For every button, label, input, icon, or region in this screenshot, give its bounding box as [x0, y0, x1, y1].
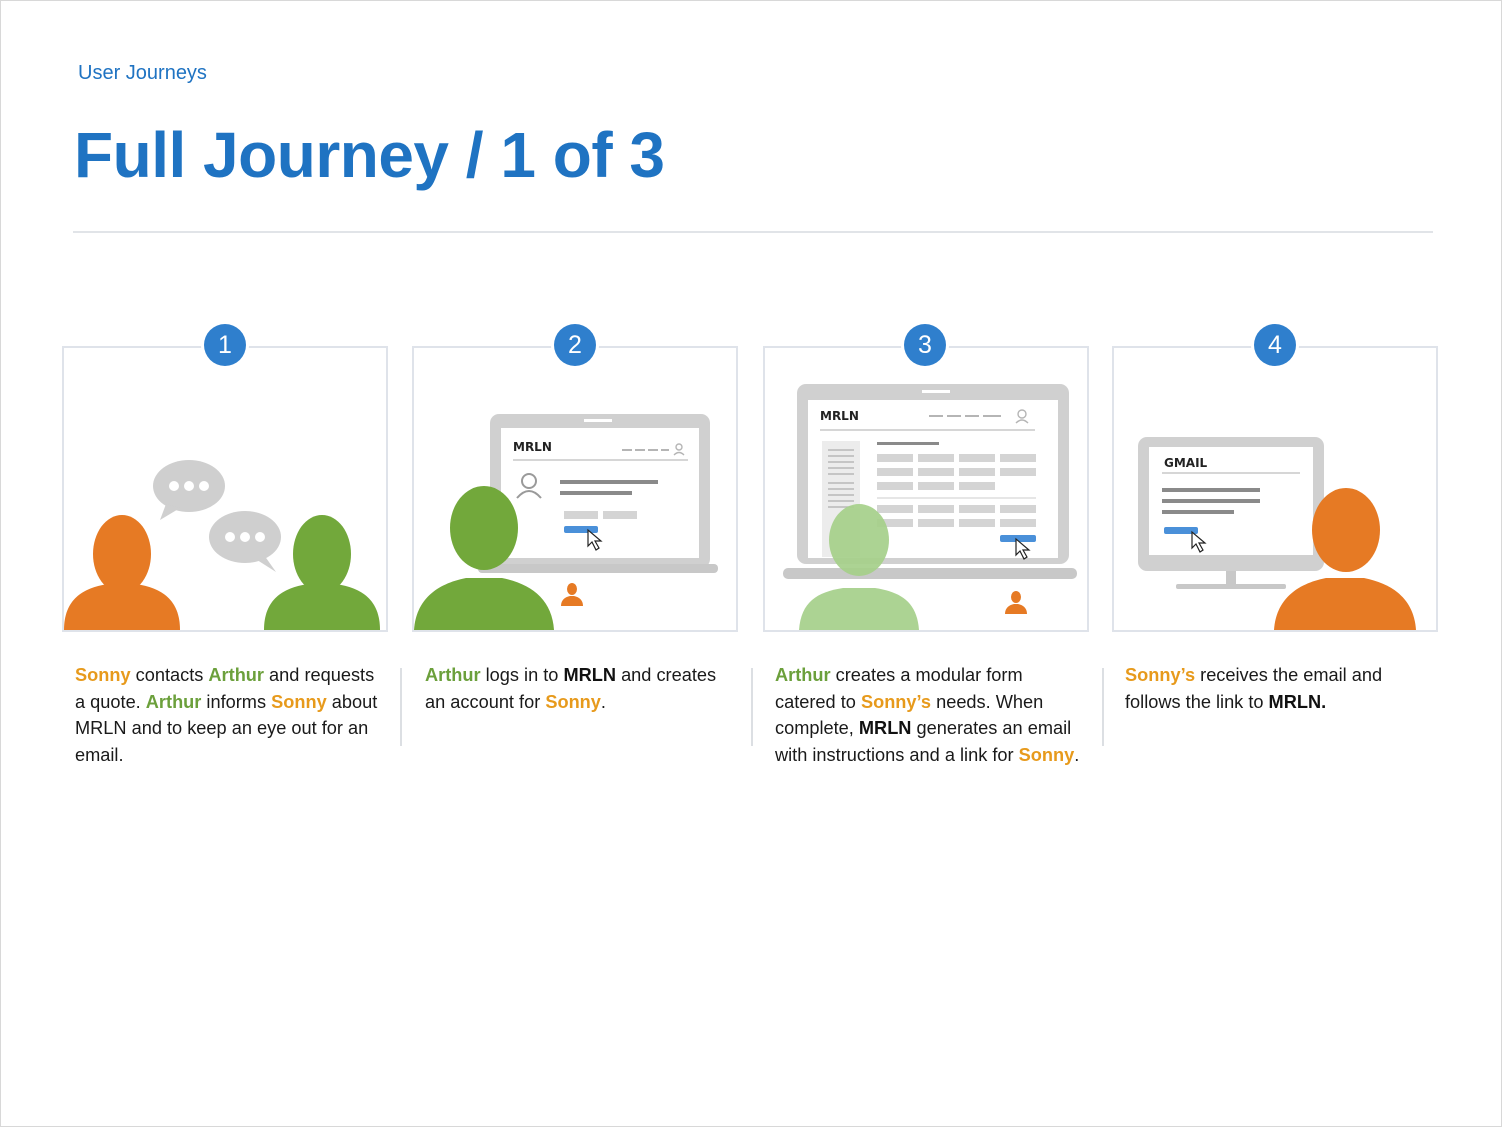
arthur-avatar-icon	[264, 515, 380, 630]
caption-divider	[1102, 668, 1104, 746]
sonny-avatar-icon	[561, 583, 583, 606]
laptop-icon: MRLN	[783, 384, 1077, 579]
step-3-illustration: MRLN	[763, 346, 1089, 632]
caption-text: needs. When complete,	[775, 691, 1044, 739]
caption-text: .	[1074, 744, 1080, 765]
caption-text: informs	[201, 691, 272, 712]
caption-divider	[400, 668, 402, 746]
laptop-icon: MRLN	[478, 414, 718, 573]
brand-mrln: MRLN.	[1268, 691, 1327, 712]
name-arthur: Arthur	[775, 665, 831, 685]
name-arthur: Arthur	[145, 691, 202, 712]
step-4-badge: 4	[1254, 324, 1296, 366]
step-3-caption: Arthur creates a modular form catered to…	[775, 662, 1085, 768]
caption-text: about MRLN and to keep an eye out for an…	[75, 691, 378, 765]
caption-text: receives the email and follows the link …	[1125, 665, 1383, 712]
speech-bubble-icon	[153, 460, 225, 520]
step-1-caption: Sonny contacts Arthur and requests a quo…	[75, 662, 385, 768]
step-4-caption: Sonny’s receives the email and follows t…	[1125, 662, 1435, 715]
name-sonny: Sonny	[75, 665, 131, 685]
step-1-illustration	[62, 346, 388, 632]
arthur-avatar-icon	[414, 486, 554, 630]
cursor-icon	[587, 528, 603, 551]
caption-text: .	[600, 691, 606, 712]
monitor-icon: GMAIL	[1138, 437, 1324, 589]
caption-text: creates a modular form catered to	[775, 665, 1023, 712]
caption-divider	[751, 668, 753, 746]
name-arthur: Arthur	[425, 665, 481, 685]
arthur-avatar-icon	[799, 504, 919, 630]
caption-text: contacts	[130, 665, 209, 685]
cursor-icon	[1191, 530, 1207, 553]
step-1-badge: 1	[204, 324, 246, 366]
sonny-avatar-icon	[64, 515, 180, 630]
screen-brand-label: MRLN	[820, 409, 859, 423]
section-eyebrow: User Journeys	[78, 62, 207, 84]
brand-mrln: MRLN	[858, 718, 912, 738]
step-2-badge: 2	[554, 324, 596, 366]
speech-bubble-icon	[209, 511, 281, 572]
name-sonny: Sonny	[271, 691, 327, 712]
header-divider	[73, 231, 1433, 233]
user-icon	[516, 473, 542, 499]
cursor-icon	[1015, 537, 1031, 560]
caption-text: logs in to	[480, 665, 564, 685]
name-sonny: Sonny’s	[860, 691, 932, 712]
screen-brand-label: GMAIL	[1164, 456, 1208, 470]
caption-text: and creates an account for	[425, 665, 717, 712]
caption-text: generates an email with instructions and…	[775, 718, 1072, 765]
page-title: Full Journey / 1 of 3	[74, 119, 665, 191]
sonny-avatar-icon	[1274, 488, 1416, 630]
brand-mrln: MRLN	[563, 665, 617, 685]
step-2-caption: Arthur logs in to MRLN and creates an ac…	[425, 662, 735, 715]
step-2-illustration: MRLN	[412, 346, 738, 632]
sonny-avatar-icon	[1005, 591, 1027, 614]
name-arthur: Arthur	[208, 665, 264, 685]
step-4-illustration: GMAIL	[1112, 346, 1438, 632]
name-sonny: Sonny’s	[1125, 665, 1196, 685]
step-3-badge: 3	[904, 324, 946, 366]
name-sonny: Sonny	[1018, 744, 1075, 765]
screen-brand-label: MRLN	[513, 440, 552, 454]
name-sonny: Sonny	[545, 691, 601, 712]
caption-text: and requests a quote.	[75, 665, 375, 712]
